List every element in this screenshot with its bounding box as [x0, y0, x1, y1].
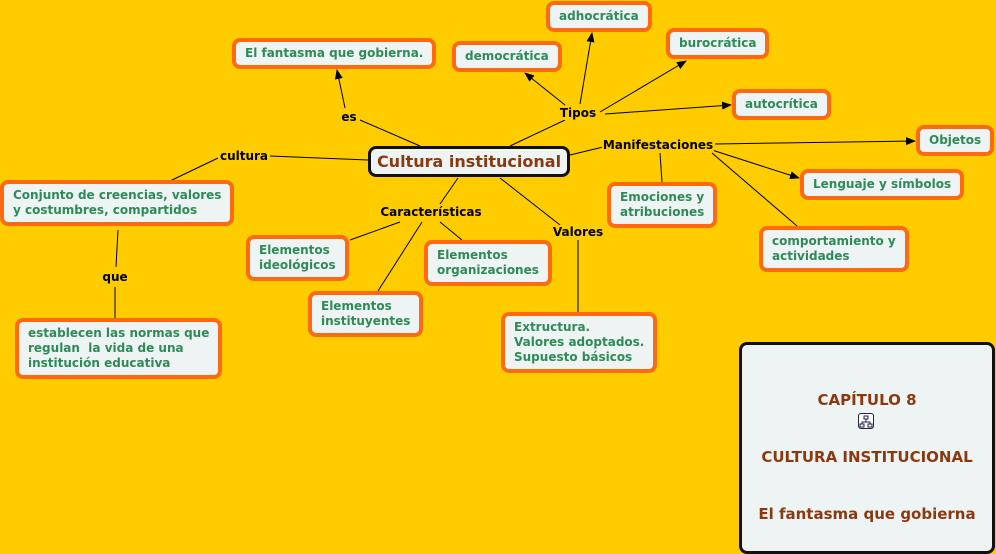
link-label-manifestaciones[interactable]: Manifestaciones [601, 138, 715, 152]
chapter-title: CULTURA INSTITUCIONAL [761, 448, 973, 466]
concept-objetos[interactable]: Objetos [916, 125, 995, 156]
concept-democratica[interactable]: democrática [452, 41, 562, 72]
connection-lines [114, 32, 916, 318]
concept-conjunto[interactable]: Conjunto de creencias, valores y costumb… [0, 180, 235, 226]
link-label-es[interactable]: es [340, 110, 358, 124]
link-label-cultura[interactable]: cultura [218, 149, 270, 163]
concept-ideologicos[interactable]: Elementos ideológicos [246, 235, 349, 281]
concept-emociones[interactable]: Emociones y atribuciones [607, 182, 718, 228]
concept-lenguaje[interactable]: Lenguaje y símbolos [800, 169, 965, 200]
cmap-icon[interactable] [858, 413, 874, 429]
chapter-subtitle: El fantasma que gobierna [758, 505, 976, 523]
chapter-number: CAPÍTULO 8 [817, 391, 917, 409]
concept-adhocratica[interactable]: adhocrática [546, 1, 652, 32]
main-concept-cultura-institucional[interactable]: Cultura institucional [368, 146, 570, 177]
concept-burocratica[interactable]: burocrática [666, 28, 770, 59]
concept-extructura[interactable]: Extructura. Valores adoptados. Supuesto … [501, 312, 658, 373]
chapter-title-box[interactable]: CAPÍTULO 8 CULTURA INSTITUCIONAL El fant… [739, 342, 995, 554]
concept-establecen[interactable]: establecen las normas que regulan la vid… [15, 318, 223, 379]
link-label-caracteristicas[interactable]: Características [379, 205, 483, 219]
concept-instituyentes[interactable]: Elementos instituyentes [308, 291, 424, 337]
link-label-valores[interactable]: Valores [551, 225, 605, 239]
link-label-tipos[interactable]: Tipos [558, 106, 598, 120]
concept-organizaciones[interactable]: Elementos organizaciones [424, 240, 552, 286]
concept-fantasma[interactable]: El fantasma que gobierna. [232, 38, 437, 69]
concept-comportamiento[interactable]: comportamiento y actividades [759, 226, 909, 272]
link-label-que[interactable]: que [101, 270, 129, 284]
concept-autocritica[interactable]: autocrítica [732, 89, 831, 120]
